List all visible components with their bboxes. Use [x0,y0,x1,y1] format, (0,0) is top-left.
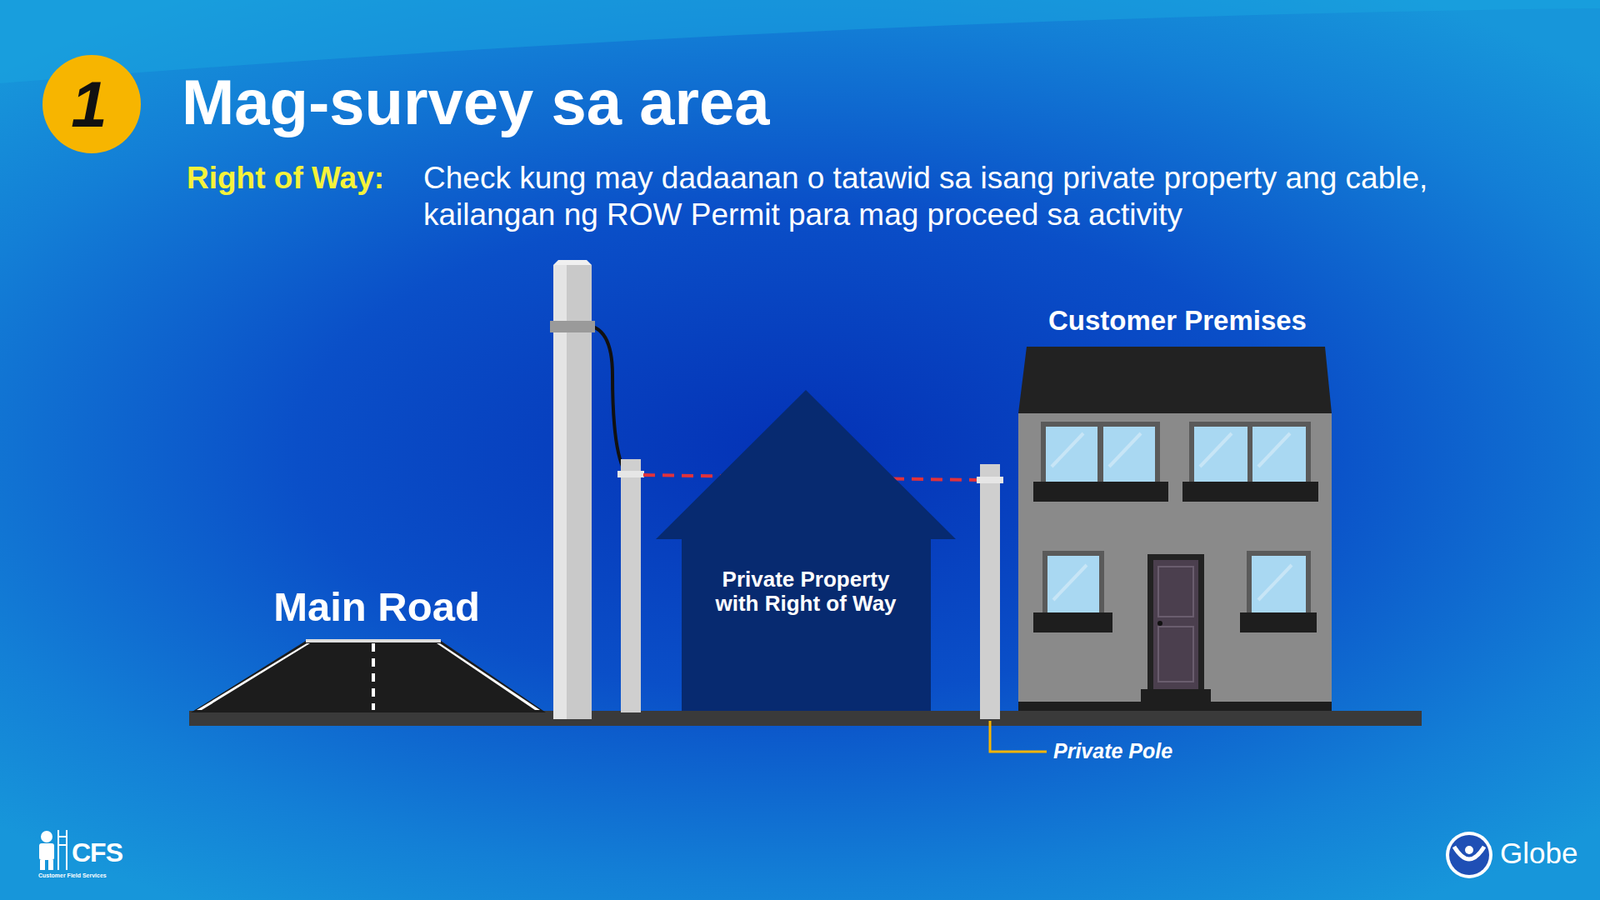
road-label: Main Road [273,583,480,630]
customer-building-part-part [1109,433,1141,467]
ground-line [189,710,1422,726]
title: Mag-survey sa area [181,65,770,140]
customer-building-part [1252,426,1306,482]
main-road-part [196,643,310,710]
main-road [190,639,546,713]
private-pole [976,464,1004,720]
cfs-icon-part [40,830,53,843]
pole-label: Private Pole [1053,739,1173,764]
ground-line-part [189,710,1422,726]
private-pole-part [980,464,1000,720]
customer-building-part [1158,626,1194,682]
cfs-icon-part [58,835,67,838]
small-pole-part [620,459,641,713]
globe-icon-part [1465,845,1474,855]
small-pole-part [617,470,645,478]
customer-building-part [1189,421,1311,482]
node-heading: Customer Premises [1048,305,1307,337]
customer-building-part-part [1258,565,1292,600]
customer-building-part [1018,701,1332,711]
main-road-part [371,643,375,710]
main-pole-part [553,260,592,265]
node-text: Private Property with Right of Way [701,567,910,616]
customer-building-part [1033,481,1169,502]
main-pole-part [550,320,595,333]
globe-icon [1445,831,1493,879]
customer-building-part [1158,566,1194,617]
subtitle-key: Right of Way: [186,160,385,197]
main-pole [550,260,595,720]
house-outline [655,390,956,711]
customer-building-part [1240,612,1317,633]
customer-building-part [1045,426,1098,482]
customer-building-part [1157,620,1163,626]
customer-building-box: Customer Premises [1018,346,1332,711]
subtitle-text: Check kung may dadaanan o tatawid sa isa… [423,160,1565,234]
customer-building-part-part [1200,433,1232,467]
logo-text: Globe [1500,836,1578,870]
customer-building-part-part [1053,565,1087,600]
customer-building-part [1182,481,1319,502]
customer-building-part [1042,550,1105,613]
pole-leader-part [990,720,1047,752]
customer-building-part [1246,550,1311,613]
step-number: 1 [70,66,107,143]
cfs-icon-part [48,860,54,870]
main-pole-part [553,265,567,720]
main-road-part [305,639,441,643]
house-shape [655,390,956,711]
customer-building-part-part [1258,433,1290,467]
small-pole [617,459,645,713]
globe-icon-part [1445,831,1493,879]
customer-building-part [1147,554,1205,690]
customer-building-part [1018,346,1332,414]
main-road-part [190,640,546,713]
pole-leader [990,720,1047,752]
customer-building-part [1251,555,1306,613]
customer-building-part [1018,413,1332,711]
logo-text: CFS [71,837,123,869]
customer-building-part [1103,426,1155,482]
customer-building-part [1040,421,1160,482]
logo-subtext: Customer Field Services [38,872,107,879]
globe-icon-part [1454,846,1485,860]
private-pole-part [976,476,1004,484]
main-road-part [436,643,540,710]
customer-building-part [1140,689,1211,703]
main-pole-part [553,265,592,720]
cfs-icon [39,830,67,870]
customer-building-part [1153,560,1199,690]
customer-building-part [1051,433,1292,600]
customer-building-part-part [1051,433,1084,467]
customer-building-part [1194,426,1248,482]
customer-building-part [1047,555,1100,613]
globe-icon-part [1449,835,1490,875]
step-number-circle: 1 [42,55,141,154]
cfs-icon-part [39,843,55,860]
customer-building-part [1033,612,1113,633]
cfs-icon-part [58,844,67,846]
cfs-icon-part [40,860,45,870]
customer-building [1018,346,1332,711]
property-house: Private Property with Right of Way [655,390,956,711]
